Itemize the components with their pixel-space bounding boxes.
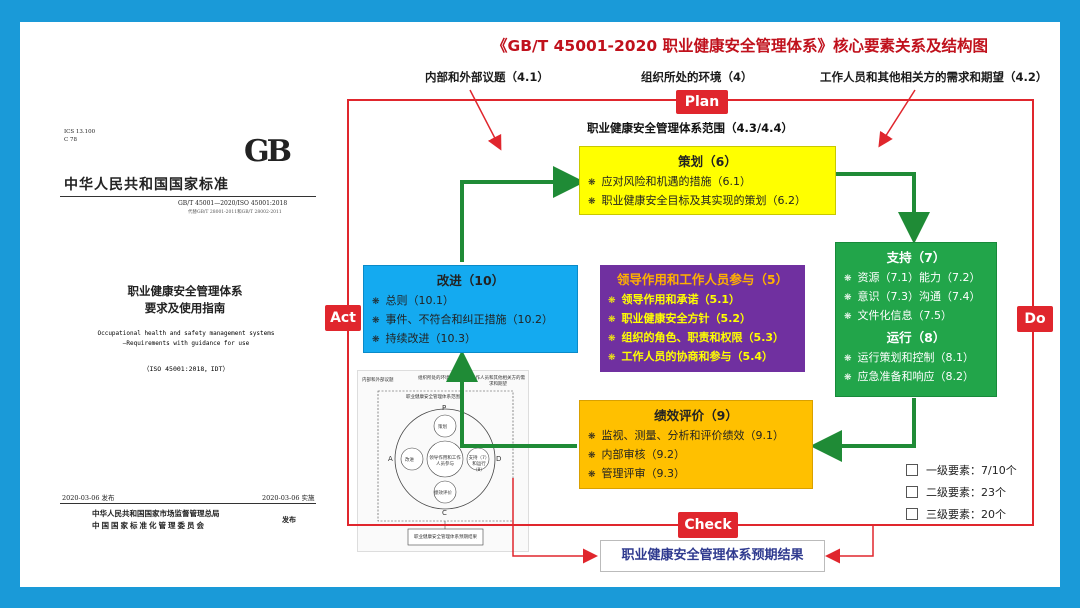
leadership-item: 职业健康安全方针（5.2） xyxy=(608,310,797,326)
legend-label: 三级要素：20个 xyxy=(926,508,1006,521)
doc-rule-top xyxy=(60,196,316,197)
arrow-result-left xyxy=(512,478,598,564)
thumb-label-1: 内部和外部议题 xyxy=(362,378,394,383)
arrow-act-plan xyxy=(460,166,585,262)
performance-item: 监视、测量、分析和评价绩效（9.1） xyxy=(588,427,804,443)
thumb-d: D xyxy=(496,455,502,463)
doc-ics: ICS 13.100 xyxy=(64,129,96,135)
doc-publisher-2: 中国国家标准化管理委员会 xyxy=(92,521,206,530)
doc-std-no: GB/T 45001—2020/ISO 45001:2018 xyxy=(178,200,288,207)
legend-item: 二级要素：23个 xyxy=(906,484,1017,500)
legend: 一级要素：7/10个 二级要素：23个 三级要素：20个 xyxy=(906,462,1017,528)
thumb-plan: 策划 xyxy=(438,425,447,430)
thumb-improve: 改进 xyxy=(405,458,414,463)
arrow-issues xyxy=(469,89,502,151)
support-item: 文件化信息（7.5） xyxy=(844,307,988,323)
scope-label: 职业健康安全管理体系范围（4.3/4.4） xyxy=(587,121,793,135)
improve-item: 持续改进（10.3） xyxy=(372,330,569,346)
arrow-result-right xyxy=(825,525,874,564)
doc-rule-bottom xyxy=(60,503,316,504)
operation-item: 运行策划和控制（8.1） xyxy=(844,349,988,365)
thumbnail-diagram: 内部和外部议题 组织所处的环境 工作人员和其他相关方的需求和期望 职业健康安全管… xyxy=(357,370,529,552)
checkbox-icon xyxy=(906,508,918,520)
thumb-a: A xyxy=(388,455,393,463)
arrow-check-act xyxy=(446,350,577,448)
checkbox-icon xyxy=(906,486,918,498)
improve-title: 改进（10） xyxy=(436,273,505,288)
support-operation-box: 支持（7） 资源（7.1）能力（7.2） 意识（7.3）沟通（7.4） 文件化信… xyxy=(835,242,997,397)
thumbnail-svg xyxy=(377,390,514,546)
performance-item: 管理评审（9.3） xyxy=(588,465,804,481)
thumb-p: P xyxy=(442,404,447,412)
legend-label: 二级要素：23个 xyxy=(926,486,1006,499)
doc-ccs: C 78 xyxy=(64,137,77,143)
arrow-plan-do xyxy=(836,172,930,244)
leadership-item: 组织的角色、职责和权限（5.3） xyxy=(608,329,797,345)
performance-item: 内部审核（9.2） xyxy=(588,446,804,462)
plan-item: 职业健康安全目标及其实现的策划（6.2） xyxy=(588,192,827,208)
pdca-do: Do xyxy=(1017,306,1053,332)
improve-box: 改进（10） 总则（10.1） 事件、不符合和纠正措施（10.2） 持续改进（1… xyxy=(363,265,578,353)
performance-title: 绩效评价（9） xyxy=(654,408,738,423)
support-item: 意识（7.3）沟通（7.4） xyxy=(844,288,988,304)
doc-title-en-2: —Requirements with guidance for use xyxy=(122,340,250,347)
label-context: 组织所处的环境（4） xyxy=(641,70,753,84)
thumb-label-3: 工作人员和其他相关方的需求和期望 xyxy=(471,376,525,387)
leadership-item: 领导作用和承诺（5.1） xyxy=(608,291,797,307)
legend-item: 一级要素：7/10个 xyxy=(906,462,1017,478)
performance-box: 绩效评价（9） 监视、测量、分析和评价绩效（9.1） 内部审核（9.2） 管理评… xyxy=(579,400,813,489)
thumb-perf: 绩效评价 xyxy=(434,491,452,496)
page-title: 《GB/T 45001-2020 职业健康安全管理体系》核心要素关系及结构图 xyxy=(491,37,989,55)
thumb-support: 支持（7）和运行（8） xyxy=(468,456,490,473)
label-needs: 工作人员和其他相关方的需求和期望（4.2） xyxy=(820,70,1048,84)
leadership-item: 工作人员的协商和参与（5.4） xyxy=(608,348,797,364)
arrow-do-check xyxy=(810,398,916,462)
doc-issue-date: 2020-03-06 发布 xyxy=(62,494,115,502)
plan-item: 应对风险和机遇的措施（6.1） xyxy=(588,173,827,189)
doc-std-replace: 代替GB/T 28001-2011和GB/T 28002-2011 xyxy=(188,210,282,215)
arrow-needs xyxy=(878,89,916,148)
improve-item: 事件、不符合和纠正措施（10.2） xyxy=(372,311,569,327)
plan-box: 策划（6） 应对风险和机遇的措施（6.1） 职业健康安全目标及其实现的策划（6.… xyxy=(579,146,836,215)
pdca-act: Act xyxy=(325,305,361,331)
pdca-check: Check xyxy=(678,512,738,538)
label-internal-external: 内部和外部议题（4.1） xyxy=(425,70,549,84)
legend-label: 一级要素：7/10个 xyxy=(926,464,1017,477)
thumb-label-2: 组织所处的环境 xyxy=(418,376,450,381)
doc-publish-word: 发布 xyxy=(282,515,296,524)
doc-impl-date: 2020-03-06 实施 xyxy=(262,494,315,502)
thumb-result: 职业健康安全管理体系预期结果 xyxy=(414,535,477,540)
improve-item: 总则（10.1） xyxy=(372,292,569,308)
expected-result-box: 职业健康安全管理体系预期结果 xyxy=(600,540,825,572)
doc-title-2: 要求及使用指南 xyxy=(144,301,226,315)
operation-item: 应急准备和响应（8.2） xyxy=(844,368,988,384)
checkbox-icon xyxy=(906,464,918,476)
doc-publisher-1: 中华人民共和国国家市场监督管理总局 xyxy=(92,509,220,518)
doc-org-line: 中华人民共和国国家标准 xyxy=(64,177,229,193)
leadership-box: 领导作用和工作人员参与（5） 领导作用和承诺（5.1） 职业健康安全方针（5.2… xyxy=(600,265,805,372)
legend-item: 三级要素：20个 xyxy=(906,506,1017,522)
thumb-center: 领导作用和工作人员参与 xyxy=(429,456,461,467)
support-item: 资源（7.1）能力（7.2） xyxy=(844,269,988,285)
doc-iso-ref: （ISO 45001:2018，IDT） xyxy=(142,365,230,373)
thumb-scope: 职业健康安全管理体系范围 xyxy=(406,395,460,400)
doc-title-1: 职业健康安全管理体系 xyxy=(127,284,243,298)
operation-title: 运行（8） xyxy=(886,330,946,345)
plan-title: 策划（6） xyxy=(678,154,737,169)
pdca-plan: Plan xyxy=(676,90,728,114)
thumb-c: C xyxy=(442,509,447,517)
gb-logo: GB xyxy=(244,134,292,169)
leadership-title: 领导作用和工作人员参与（5） xyxy=(616,272,789,287)
doc-title-en-1: Occupational health and safety managemen… xyxy=(97,330,275,337)
support-title: 支持（7） xyxy=(886,250,946,265)
